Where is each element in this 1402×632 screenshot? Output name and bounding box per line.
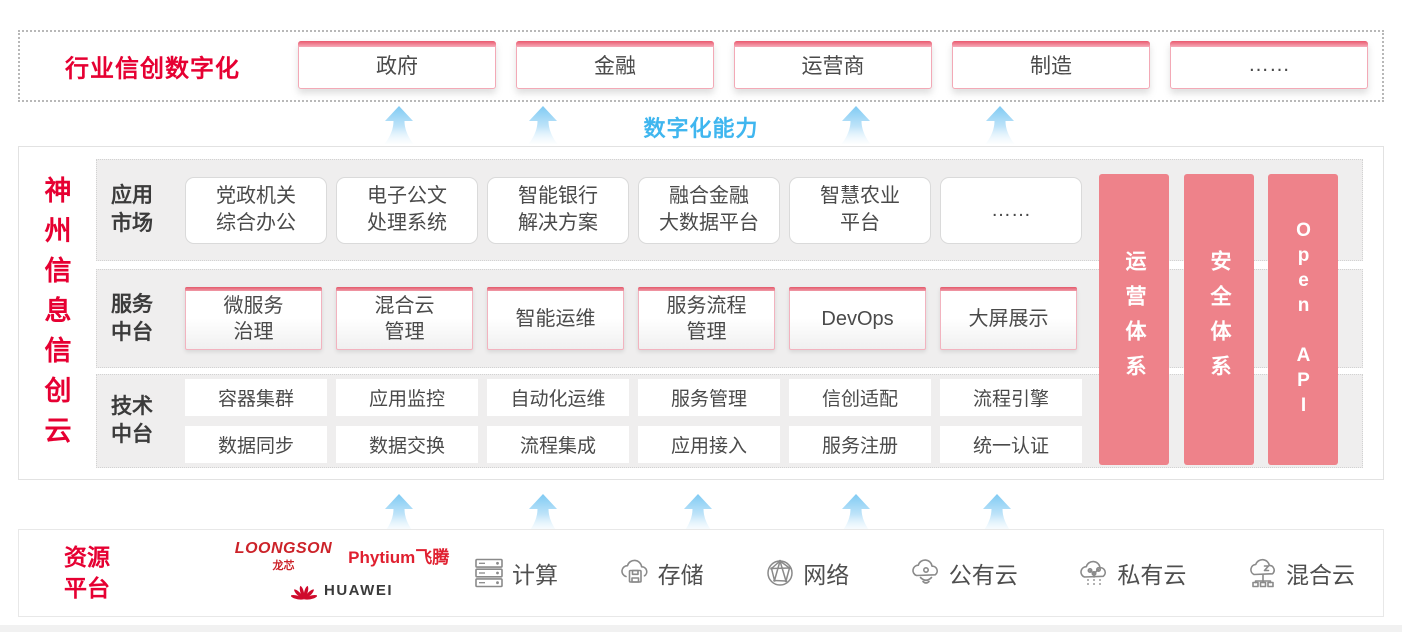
up-arrow-icon	[679, 494, 717, 532]
app-box-edoc-system: 电子公文 处理系统	[336, 176, 478, 244]
app-box-more: ……	[940, 176, 1082, 244]
service-platform-label: 服务 中台	[111, 292, 153, 344]
tech-box-app-access: 应用接入	[638, 426, 780, 463]
open-api-bar: Open API	[1268, 174, 1338, 465]
service-platform-row: 服务 中台 微服务 治理 混合云 管理 智能运维 服务流程 管理 DevOps …	[96, 269, 1363, 368]
tech-platform-label: 技术 中台	[111, 395, 153, 446]
tech-box-data-sync: 数据同步	[185, 426, 327, 463]
resource-item-label: 混合云	[1285, 562, 1355, 588]
resource-item-network: 网络	[762, 555, 849, 591]
tech-box-automated-ops: 自动化运维	[487, 379, 629, 416]
tech-platform-items: 容器集群 应用监控 自动化运维 服务管理 信创适配 流程引擎 数据同步 数据交换…	[185, 379, 1082, 463]
industry-box-finance: 金融	[516, 41, 714, 90]
vendor-logos: LOONGSON 龙芯 Phytium飞腾 HUAWEI	[217, 540, 467, 602]
up-arrow-icon	[837, 494, 875, 532]
tech-box-service-registry: 服务注册	[789, 426, 931, 463]
up-arrow-icon	[380, 494, 418, 532]
resource-items: 计算 存储	[471, 530, 1355, 616]
tech-box-process-integration: 流程集成	[487, 426, 629, 463]
security-system-bar: 安全体系	[1184, 174, 1254, 465]
public-cloud-icon	[912, 559, 938, 584]
resource-item-label: 计算	[512, 562, 558, 588]
tech-box-data-exchange: 数据交换	[336, 426, 478, 463]
svc-box-intelligent-ops: 智能运维	[487, 287, 624, 350]
industry-boxes: 政府 金融 运营商 制造 ……	[298, 41, 1368, 90]
loongson-logo: LOONGSON 龙芯	[235, 540, 332, 573]
resource-item-storage: 存储	[617, 555, 704, 591]
resource-platform-panel: 资源 平台 LOONGSON 龙芯 Phytium飞腾	[18, 529, 1384, 617]
svc-box-microservice-governance: 微服务 治理	[185, 287, 322, 350]
xinchuang-cloud-panel: 神州信息信创云 应用 市场 党政机关 综合办公 电子公文 处理系统 智能银行 解…	[18, 146, 1384, 480]
storage-icon	[620, 559, 648, 583]
phytium-logo: Phytium飞腾	[348, 548, 450, 567]
svc-box-hybrid-cloud-mgmt: 混合云 管理	[336, 287, 473, 350]
resource-item-public-cloud: 公有云	[908, 555, 1018, 591]
operations-system-bar: 运营体系	[1099, 174, 1169, 465]
industry-band-title: 行业信创数字化	[65, 55, 240, 83]
up-arrow-icon	[981, 106, 1019, 144]
up-arrow-icon	[837, 106, 875, 144]
resource-item-private-cloud: 私有云	[1076, 555, 1186, 591]
loongson-cn-label: 龙芯	[272, 560, 295, 572]
huawei-logo: HUAWEI	[291, 578, 393, 602]
industry-box-government: 政府	[298, 41, 496, 90]
security-system-label: 安全体系	[1208, 249, 1231, 390]
up-arrow-icon	[524, 494, 562, 532]
tech-platform-row: 技术 中台 容器集群 应用监控 自动化运维 服务管理 信创适配 流程引擎 数据同…	[96, 374, 1363, 468]
network-icon	[767, 559, 793, 586]
private-cloud-icon	[1080, 560, 1107, 585]
svc-box-dashboard-display: 大屏展示	[940, 287, 1077, 350]
industry-box-operator: 运营商	[734, 41, 932, 90]
server-icon	[475, 558, 503, 588]
industry-band: 行业信创数字化 政府 金融 运营商 制造 ……	[18, 30, 1384, 102]
industry-box-more: ……	[1170, 41, 1368, 90]
resource-item-compute: 计算	[471, 555, 558, 591]
service-platform-items: 微服务 治理 混合云 管理 智能运维 服务流程 管理 DevOps 大屏展示	[185, 287, 1077, 350]
app-market-row: 应用 市场 党政机关 综合办公 电子公文 处理系统 智能银行 解决方案 融合金融…	[96, 159, 1363, 261]
app-market-items: 党政机关 综合办公 电子公文 处理系统 智能银行 解决方案 融合金融 大数据平台…	[185, 176, 1082, 244]
tech-box-xinchuang-adaptation: 信创适配	[789, 379, 931, 416]
huawei-flower-icon	[291, 585, 317, 600]
tech-box-app-monitoring: 应用监控	[336, 379, 478, 416]
cloud-vertical-title: 神州信息信创云	[44, 176, 72, 446]
tech-box-container-cluster: 容器集群	[185, 379, 327, 416]
up-arrow-icon	[978, 494, 1016, 532]
operations-system-label: 运营体系	[1123, 249, 1146, 390]
app-box-finance-bigdata: 融合金融 大数据平台	[638, 176, 780, 244]
loongson-wordmark: LOONGSON	[234, 540, 333, 557]
tech-box-service-mgmt: 服务管理	[638, 379, 780, 416]
tech-box-process-engine: 流程引擎	[940, 379, 1082, 416]
up-arrow-icon	[380, 106, 418, 144]
huawei-wordmark: HUAWEI	[324, 581, 393, 599]
svc-box-service-process-mgmt: 服务流程 管理	[638, 287, 775, 350]
bottom-edge-strip	[0, 625, 1402, 632]
hybrid-cloud-icon	[1250, 558, 1275, 588]
app-box-smart-agriculture: 智慧农业 平台	[789, 176, 931, 244]
up-arrow-icon	[524, 106, 562, 144]
app-box-party-office: 党政机关 综合办公	[185, 176, 327, 244]
digital-capability-label: 数字化能力	[643, 116, 759, 141]
resource-item-label: 私有云	[1117, 562, 1187, 588]
resource-item-hybrid-cloud: 混合云	[1245, 555, 1355, 591]
resource-item-label: 存储	[657, 562, 704, 588]
app-box-smart-banking: 智能银行 解决方案	[487, 176, 629, 244]
resource-platform-label: 资源 平台	[64, 543, 110, 601]
resource-item-label: 网络	[803, 562, 850, 588]
open-api-label: Open API	[1293, 219, 1314, 420]
tech-box-unified-auth: 统一认证	[940, 426, 1082, 463]
app-market-label: 应用 市场	[111, 184, 153, 235]
resource-item-label: 公有云	[948, 562, 1018, 588]
svc-box-devops: DevOps	[789, 287, 926, 350]
industry-box-manufacturing: 制造	[952, 41, 1150, 90]
